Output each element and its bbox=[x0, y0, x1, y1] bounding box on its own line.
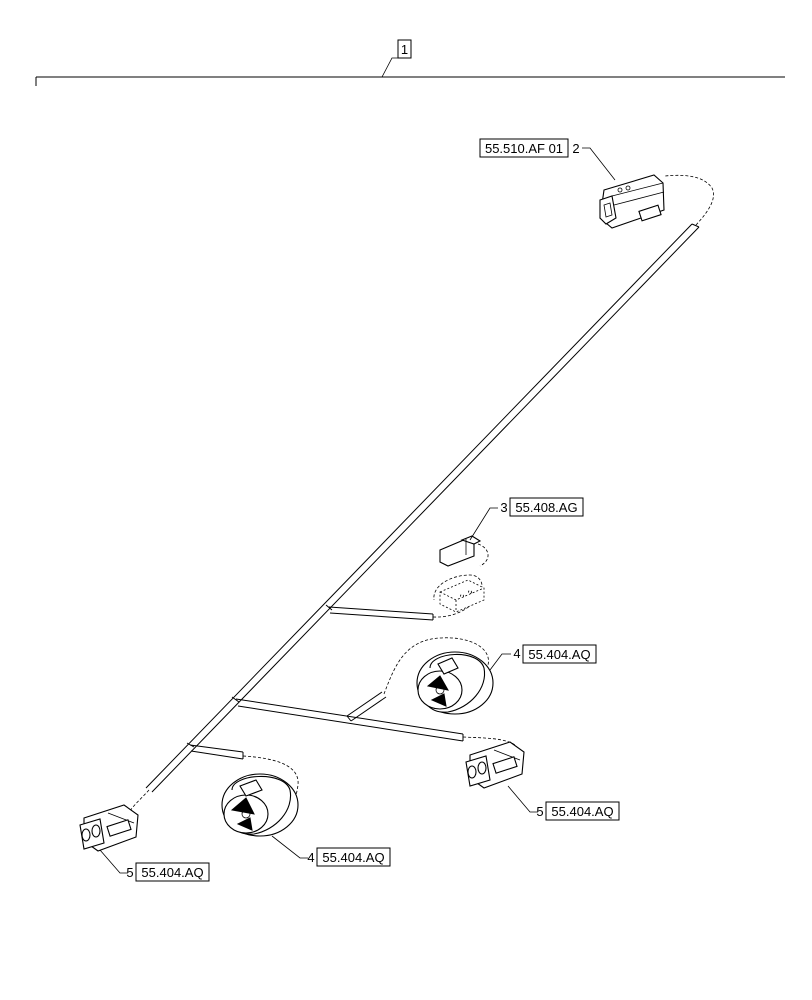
callout-4-lower-ref: 55.404.AQ bbox=[322, 850, 384, 865]
connector-item-4-lower bbox=[221, 773, 299, 837]
connector-item-3 bbox=[439, 535, 489, 567]
terminal-dotted-item-3 bbox=[439, 579, 485, 613]
assembly-bracket: 1 bbox=[35, 39, 785, 86]
callout-item-4-lower: 4 55.404.AQ bbox=[271, 835, 391, 867]
callout-3-ref: 55.408.AG bbox=[515, 500, 577, 515]
callout-3-item: 3 bbox=[500, 500, 507, 515]
callout-item-4-upper: 4 55.404.AQ bbox=[489, 644, 597, 671]
callout-5-left-item: 5 bbox=[126, 865, 133, 880]
connector-item-2 bbox=[599, 174, 665, 229]
callout-4-lower-item: 4 bbox=[307, 850, 314, 865]
callout-4-upper-item: 4 bbox=[513, 646, 520, 661]
branch-middle bbox=[235, 637, 520, 763]
branch-item-3 bbox=[328, 574, 483, 621]
callout-item-3: 3 55.408.AG bbox=[469, 497, 584, 541]
callout-5-right-ref: 55.404.AQ bbox=[551, 804, 613, 819]
callout-item-5-right: 5 55.404.AQ bbox=[507, 785, 620, 821]
connector-item-5-right bbox=[465, 741, 525, 789]
harness-trunk bbox=[145, 223, 700, 793]
top-end-link bbox=[664, 174, 714, 226]
callout-5-left-ref: 55.404.AQ bbox=[141, 865, 203, 880]
connector-item-4-upper bbox=[416, 651, 494, 715]
assembly-item-number: 1 bbox=[401, 42, 408, 57]
connector-item-5-left bbox=[79, 804, 139, 852]
callout-2-item: 2 bbox=[572, 141, 579, 156]
callout-item-2: 55.510.AF 01 2 bbox=[479, 138, 616, 181]
callout-2-ref: 55.510.AF 01 bbox=[485, 141, 563, 156]
callout-4-upper-ref: 55.404.AQ bbox=[528, 647, 590, 662]
callout-item-5-left: 5 55.404.AQ bbox=[99, 849, 210, 882]
callout-5-right-item: 5 bbox=[536, 804, 543, 819]
